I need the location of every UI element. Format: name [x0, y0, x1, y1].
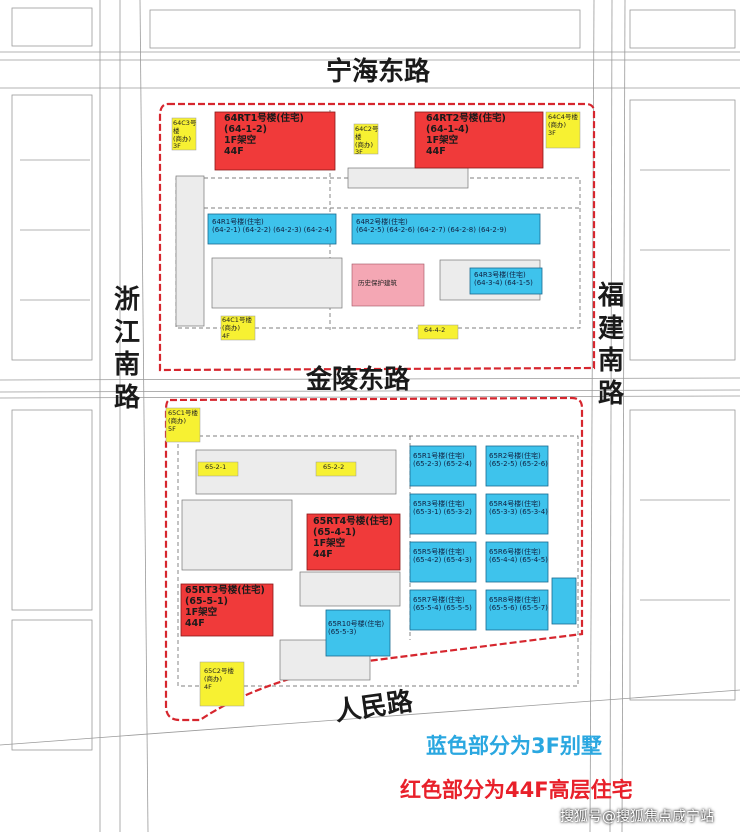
- road-west-label: 浙江南路: [113, 285, 140, 413]
- v-64R1: [207, 213, 337, 245]
- hr-65RT3-label: 65RT3号楼(住宅) (65-5-1) 1F架空 44F: [185, 585, 265, 629]
- v-65R3-label: 65R3号楼(住宅)(65-3-1) (65-3-2): [413, 500, 472, 517]
- hr-65RT4-label: 65RT4号楼(住宅) (65-4-1) 1F架空 44F: [313, 516, 393, 560]
- v-65R7: [409, 589, 477, 631]
- south-villas: [325, 445, 577, 657]
- v-65R3: [409, 493, 477, 535]
- c-64C1-label: 64C1号楼(商办)4F: [222, 316, 252, 340]
- plot-65-2-1: 65-2-1: [205, 463, 227, 471]
- historic-building: [351, 263, 425, 307]
- c-65C2: [199, 661, 245, 707]
- road-north-label: 宁海东路: [326, 57, 431, 87]
- plot-64-4-2-fill: [417, 324, 459, 340]
- plot-65-2-1-fill: [197, 461, 239, 477]
- v-65R2: [485, 445, 549, 487]
- v-65R1: [409, 445, 477, 487]
- historic-label: 历史保护建筑: [358, 279, 397, 287]
- plot-65-2-2-fill: [315, 461, 357, 477]
- c-64C2-label: 64C2号楼(商办)3F: [355, 125, 379, 157]
- v-65R10-label: 65R10号楼(住宅)(65-5-3): [328, 620, 385, 637]
- c-64C2: [353, 123, 379, 155]
- hr-64RT1: [214, 111, 336, 171]
- legend-blue: 蓝色部分为3F别墅: [426, 734, 602, 758]
- c-65C1: [165, 407, 201, 443]
- road-middle-label: 金陵东路: [306, 365, 411, 395]
- v-64R2-label: 64R2号楼(住宅)(64-2-5) (64-2-6) (64-2-7) (64…: [356, 218, 507, 235]
- legend-red: 红色部分为44F高层住宅: [400, 778, 633, 802]
- north-site-boundary: [158, 102, 596, 372]
- v-64R3-label: 64R3号楼(住宅)(64-3-4) (64-1-5): [474, 271, 533, 288]
- hr-65RT3: [180, 583, 274, 637]
- v-65R4-label: 65R4号楼(住宅)(65-3-3) (65-3-4): [489, 500, 548, 517]
- v-64R3: [469, 267, 543, 295]
- v-64R2: [351, 213, 541, 245]
- v-65R7-label: 65R7号楼(住宅)(65-5-4) (65-5-5): [413, 596, 472, 613]
- v-65R1-label: 65R1号楼(住宅)(65-2-3) (65-2-4): [413, 452, 472, 469]
- v-65R6-label: 65R6号楼(住宅)(65-4-4) (65-4-5): [489, 548, 548, 565]
- c-64C3-label: 64C3号楼(商办)3F: [173, 119, 197, 151]
- v-65R2-label: 65R2号楼(住宅)(65-2-5) (65-2-6): [489, 452, 548, 469]
- hr-64RT1-label: 64RT1号楼(住宅) (64-1-2) 1F架空 44F: [224, 113, 304, 157]
- c-64C4-label: 64C4号楼(商办)3F: [548, 113, 578, 137]
- v-65R5: [409, 541, 477, 583]
- c-64C3: [171, 117, 197, 151]
- v-65-corner: [551, 577, 577, 625]
- watermark: 搜狐号@搜狐焦点咸宁站: [560, 809, 714, 825]
- hr-65RT4: [306, 513, 401, 571]
- v-65R6: [485, 541, 549, 583]
- plot-64-4-2: 64-4-2: [424, 326, 446, 334]
- road-east-label: 福建南路: [597, 281, 624, 409]
- plot-65-2-2: 65-2-2: [323, 463, 345, 471]
- c-65C1-label: 65C1号楼(商办)5F: [168, 409, 198, 433]
- v-65R8-label: 65R8号楼(住宅)(65-5-6) (65-5-7): [489, 596, 548, 613]
- c-64C4: [545, 111, 581, 149]
- v-65R5-label: 65R5号楼(住宅)(65-4-2) (65-4-3): [413, 548, 472, 565]
- hr-64RT2-label: 64RT2号楼(住宅) (64-1-4) 1F架空 44F: [426, 113, 506, 157]
- v-65R4: [485, 493, 549, 535]
- v-65R8: [485, 589, 549, 631]
- v-64R1-label: 64R1号楼(住宅)(64-2-1) (64-2-2) (64-2-3) (64…: [212, 218, 332, 235]
- v-65R10: [325, 609, 391, 657]
- c-65C2-label: 65C2号楼(商办)4F: [204, 667, 234, 691]
- c-64C1: [220, 315, 256, 341]
- hr-64RT2: [414, 111, 544, 169]
